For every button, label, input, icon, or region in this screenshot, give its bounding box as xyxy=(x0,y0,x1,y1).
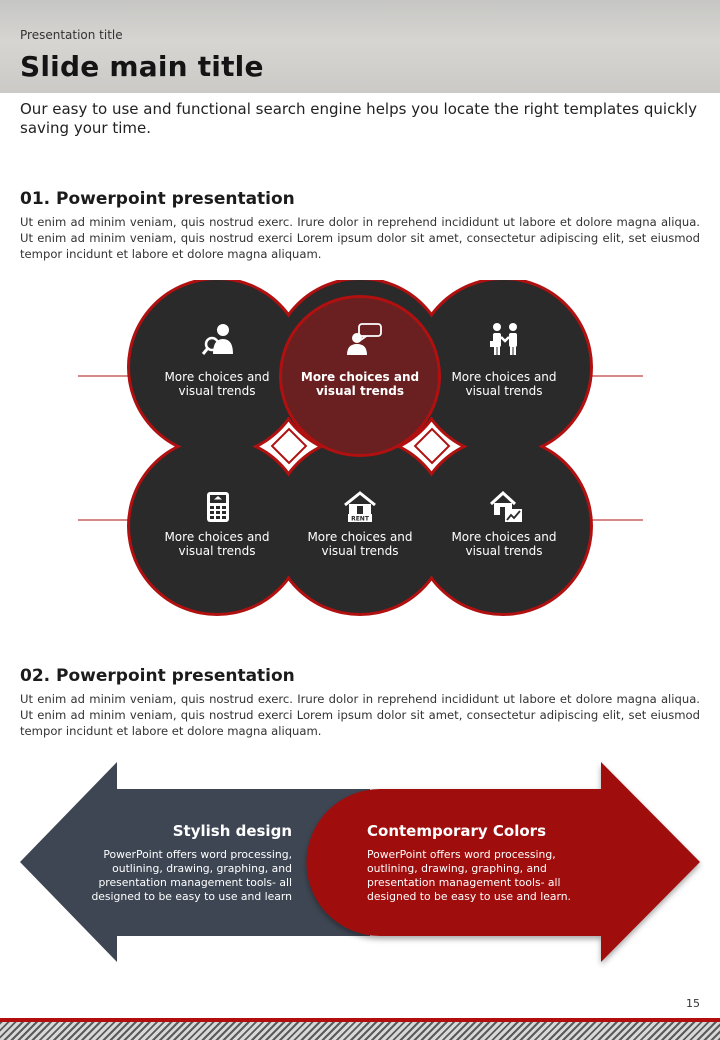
petal-circle xyxy=(273,439,447,613)
footer-hatch-bar xyxy=(0,1022,720,1040)
section-1-title: 01. Powerpoint presentation xyxy=(20,189,295,209)
petal-label: More choices and visual trends xyxy=(307,530,413,558)
diamond-gap xyxy=(413,427,451,465)
petal-circle xyxy=(416,280,590,454)
slide-main-title: Slide main title xyxy=(20,50,264,83)
petal-circle xyxy=(130,280,304,454)
petal-circle-highlight xyxy=(282,298,438,454)
arrows-diagram xyxy=(20,762,700,962)
right-arrow xyxy=(306,762,700,962)
petal-label: More choices and visual trends xyxy=(451,530,557,558)
slide-subtitle: Our easy to use and functional search en… xyxy=(20,100,698,137)
petal-label: More choices and visual trends xyxy=(451,370,557,398)
petal-label-highlight: More choices and visual trends xyxy=(300,370,420,398)
speech-person-icon xyxy=(347,323,382,355)
petal-diagram xyxy=(78,280,643,616)
petal-circle xyxy=(416,439,590,613)
left-arrow xyxy=(20,762,370,962)
presentation-title: Presentation title xyxy=(20,28,123,42)
section-2-body: Ut enim ad minim veniam, quis nostrud ex… xyxy=(20,692,700,738)
petal-circle xyxy=(130,439,304,613)
section-1-body: Ut enim ad minim veniam, quis nostrud ex… xyxy=(20,215,700,261)
page-number: 15 xyxy=(686,997,700,1010)
right-arrow-text: PowerPoint offers word processing, outli… xyxy=(367,848,571,903)
house-chart-icon xyxy=(489,491,522,522)
handshake-icon xyxy=(490,323,517,355)
diamond-gap xyxy=(270,427,308,465)
section-2-title: 02. Powerpoint presentation xyxy=(20,666,295,686)
left-arrow-text: PowerPoint offers word processing, outli… xyxy=(91,848,292,903)
petal-label: More choices and visual trends xyxy=(164,530,270,558)
right-arrow-title: Contemporary Colors xyxy=(367,822,547,840)
left-arrow-title: Stylish design xyxy=(172,822,292,840)
calculator-icon xyxy=(207,492,229,522)
petal-label: More choices and visual trends xyxy=(164,370,270,398)
footer-red-bar xyxy=(0,1018,720,1022)
search-person-icon xyxy=(201,324,233,355)
header-banner: Presentation title Slide main title xyxy=(0,0,720,93)
svg-text:RENT: RENT xyxy=(351,516,370,523)
rent-house-icon: RENT xyxy=(344,491,376,523)
